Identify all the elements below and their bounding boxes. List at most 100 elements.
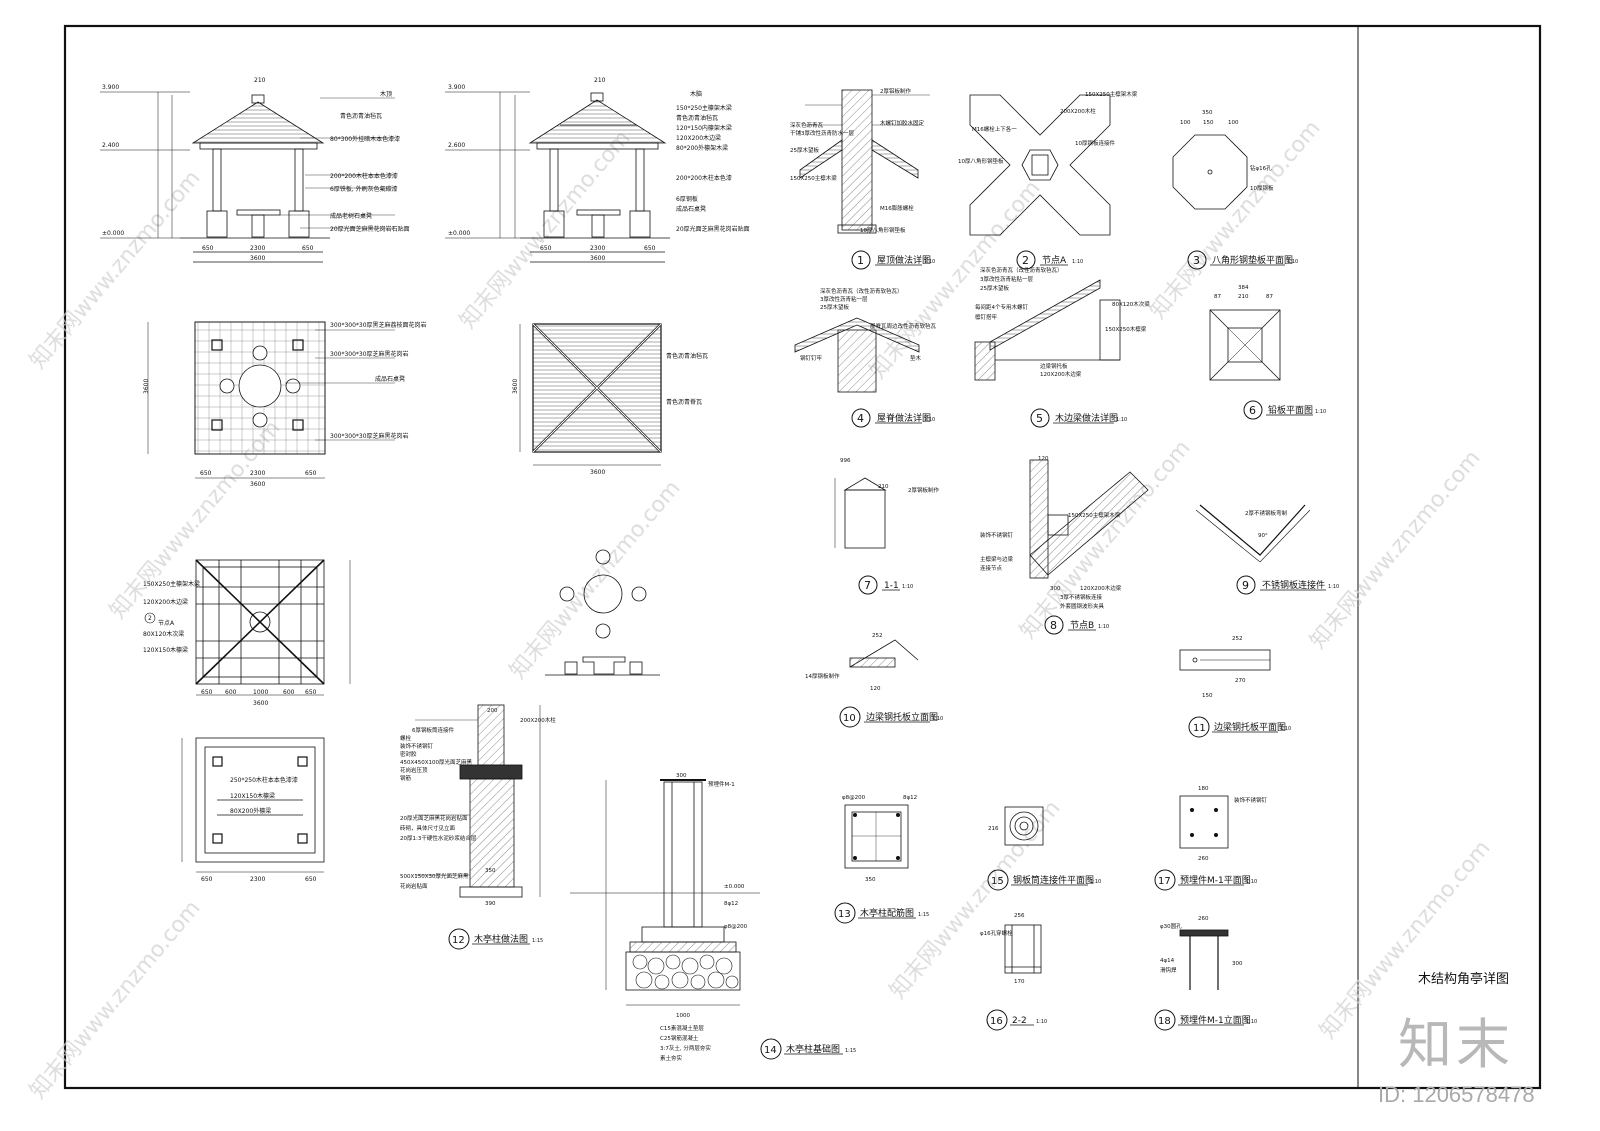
svg-text:200X200木柱: 200X200木柱 <box>520 716 556 724</box>
svg-text:1-1: 1-1 <box>884 581 899 591</box>
svg-text:木亭柱配筋图: 木亭柱配筋图 <box>860 907 914 919</box>
svg-text:650: 650 <box>644 245 656 252</box>
svg-text:木螺钉加胶水固定: 木螺钉加胶水固定 <box>880 119 925 127</box>
svg-text:384: 384 <box>1238 285 1249 291</box>
svg-text:20厚1:3干硬性水泥砂浆结合层: 20厚1:3干硬性水泥砂浆结合层 <box>400 834 477 842</box>
svg-text:八角形钢垫板平面图: 八角形钢垫板平面图 <box>1212 254 1293 266</box>
svg-text:120: 120 <box>1038 456 1049 462</box>
svg-text:120: 120 <box>870 686 881 692</box>
detail-7-drawing <box>834 477 887 549</box>
svg-text:210: 210 <box>1238 294 1249 300</box>
svg-text:1000: 1000 <box>253 689 268 696</box>
svg-text:屋脊瓦周边改性沥青软毡瓦: 屋脊瓦周边改性沥青软毡瓦 <box>870 322 937 330</box>
svg-text:2厚铝板制作: 2厚铝板制作 <box>880 87 911 95</box>
svg-text:170: 170 <box>1014 979 1025 985</box>
detail-12-drawing <box>415 704 541 898</box>
svg-text:节点A: 节点A <box>158 619 175 627</box>
svg-text:650: 650 <box>201 876 213 883</box>
svg-text:2300: 2300 <box>590 245 605 252</box>
svg-text:1:10: 1:10 <box>1280 726 1291 732</box>
svg-text:450X450X100厚光面芝麻黑: 450X450X100厚光面芝麻黑 <box>400 758 473 766</box>
svg-text:9: 9 <box>1242 579 1249 592</box>
detail-2-labels: 150X250主檩架木梁 M16螺栓上下各一 200X200木柱 10厚钢板连接… <box>958 90 1138 165</box>
svg-text:2300: 2300 <box>250 245 265 252</box>
svg-text:连接节点: 连接节点 <box>980 564 1003 572</box>
svg-text:预埋件M-1: 预埋件M-1 <box>708 780 735 788</box>
svg-text:270: 270 <box>1235 678 1246 684</box>
svg-text:青色沥青油毡瓦: 青色沥青油毡瓦 <box>676 114 718 122</box>
svg-text:6厚铁板, 外刷灰色氟碳漆: 6厚铁板, 外刷灰色氟碳漆 <box>330 185 398 193</box>
detail-17-drawing <box>1179 795 1229 849</box>
svg-text:每间距4个专用木螺钉: 每间距4个专用木螺钉 <box>975 303 1028 311</box>
svg-text:节点B: 节点B <box>1070 620 1094 631</box>
detail-4-labels: 深灰色沥青瓦（改性沥青软毡瓦） 3厚改性沥青粘一层 25厚木望板 屋脊瓦周边改性… <box>800 287 937 362</box>
svg-text:3厚改性沥青粘贴一层: 3厚改性沥青粘贴一层 <box>980 275 1033 283</box>
svg-text:100: 100 <box>1228 120 1239 126</box>
svg-text:12: 12 <box>452 935 465 946</box>
svg-text:木亭柱做法图: 木亭柱做法图 <box>474 933 528 945</box>
svg-text:3600: 3600 <box>590 255 605 262</box>
svg-text:青色沥青脊瓦: 青色沥青脊瓦 <box>666 398 702 406</box>
svg-text:3.900: 3.900 <box>102 84 119 91</box>
svg-text:外套圆钢波形夹具: 外套圆钢波形夹具 <box>1060 602 1105 610</box>
front-elevation-labels: 3.900 2.400 ±0.000 210 650 2300 650 3600… <box>102 77 410 262</box>
svg-text:滑钩焊: 滑钩焊 <box>1160 966 1177 974</box>
detail-6-labels: 384 87 210 87 <box>1214 285 1273 300</box>
svg-text:500X150X30厚光面芝麻黑: 500X150X30厚光面芝麻黑 <box>400 872 469 880</box>
svg-text:钢钉钉牢: 钢钉钉牢 <box>800 354 823 362</box>
svg-text:木脑: 木脑 <box>690 90 702 98</box>
brand-logo: 知末 <box>1398 1013 1514 1076</box>
svg-text:木边梁做法详图: 木边梁做法详图 <box>1055 412 1118 424</box>
svg-text:87: 87 <box>1266 294 1273 300</box>
detail-18-drawing <box>1179 929 1229 990</box>
svg-text:996: 996 <box>840 458 851 464</box>
svg-text:600: 600 <box>225 689 237 696</box>
svg-text:3600: 3600 <box>590 469 605 476</box>
svg-text:成品老树石桌凳: 成品老树石桌凳 <box>330 212 372 220</box>
svg-text:20厚光面芝麻黑花岗岩贴面: 20厚光面芝麻黑花岗岩贴面 <box>400 814 468 822</box>
svg-text:14厚钢板制作: 14厚钢板制作 <box>805 672 840 680</box>
beam-plan-labels: 250*250木柱本本色漆漆 120X150木檩梁 80X200外檩梁 650 … <box>201 776 317 883</box>
svg-text:120X200木边梁: 120X200木边梁 <box>1080 584 1122 592</box>
svg-text:预埋件M-1立面图: 预埋件M-1立面图 <box>1180 1014 1251 1026</box>
detail-4-drawing <box>794 317 920 393</box>
svg-text:150: 150 <box>1203 120 1214 126</box>
svg-text:3600: 3600 <box>143 379 150 394</box>
svg-text:350: 350 <box>865 877 876 883</box>
svg-text:2: 2 <box>148 615 152 622</box>
svg-text:2300: 2300 <box>250 876 265 883</box>
svg-text:3: 3 <box>1193 254 1200 267</box>
roof-plan <box>519 323 662 466</box>
svg-text:φ16孔穿螺栓: φ16孔穿螺栓 <box>980 929 1013 937</box>
svg-text:150X250木檩梁: 150X250木檩梁 <box>1105 325 1147 333</box>
svg-text:6: 6 <box>1249 404 1256 417</box>
svg-text:钢板筒连接件平面图: 钢板筒连接件平面图 <box>1013 874 1094 886</box>
svg-text:25厚木望板: 25厚木望板 <box>790 146 819 154</box>
svg-text:650: 650 <box>302 245 314 252</box>
detail-7-labels: 996 210 2厚钢板制作 <box>840 458 939 494</box>
front-elevation <box>100 91 395 263</box>
svg-text:1:10: 1:10 <box>1246 1019 1257 1025</box>
svg-text:4: 4 <box>857 412 864 425</box>
svg-text:3厚不锈钢板连接: 3厚不锈钢板连接 <box>1060 593 1102 601</box>
image-id-label: ID: 1206578478 <box>1378 1082 1535 1107</box>
svg-text:80X120木次梁: 80X120木次梁 <box>1112 300 1150 308</box>
svg-text:密封胶: 密封胶 <box>400 750 417 758</box>
detail-2-drawing <box>969 94 1111 236</box>
svg-text:不锈钢板连接件: 不锈钢板连接件 <box>1262 579 1325 591</box>
svg-text:150X250主檩架木梁: 150X250主檩架木梁 <box>1085 90 1138 98</box>
svg-text:±0.000: ±0.000 <box>102 230 124 237</box>
svg-text:1:10: 1:10 <box>924 259 935 265</box>
svg-text:2-2: 2-2 <box>1012 1016 1027 1026</box>
svg-text:10厚钢板: 10厚钢板 <box>1250 184 1274 192</box>
detail-8-labels: 120 150X250主檩架木梁 装饰不锈钢钉 主檩梁与边梁 连接节点 300 … <box>980 456 1122 610</box>
svg-text:350: 350 <box>1202 110 1213 116</box>
